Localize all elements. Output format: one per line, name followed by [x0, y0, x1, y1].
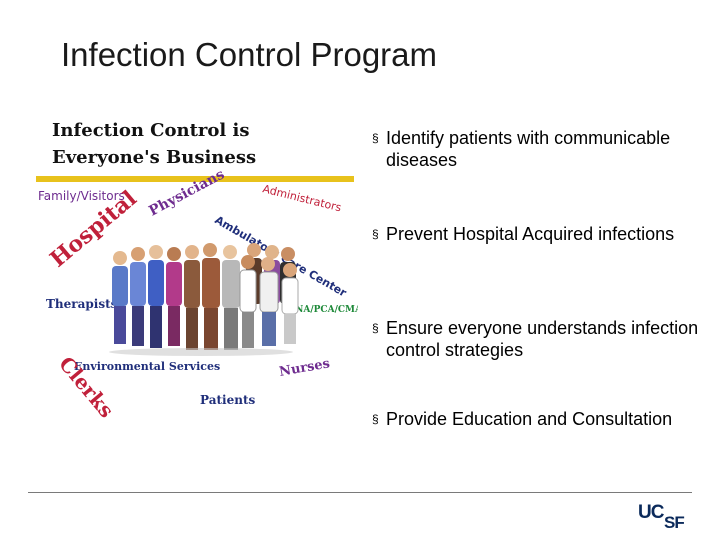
label-cna: CNA/PCA/CMA: [288, 305, 358, 315]
label-nurses: Nurses: [278, 356, 331, 380]
bullet-item: § Provide Education and Consultation: [372, 408, 702, 430]
everyones-business-illustration: Infection Control is Everyone's Business…: [36, 112, 358, 430]
bullet-text: Prevent Hospital Acquired infections: [386, 224, 675, 244]
graphic-heading-line1: Infection Control is: [52, 120, 249, 141]
graphic-heading-line2: Everyone's Business: [52, 147, 256, 168]
bullet-item: § Ensure everyone understands infection …: [372, 317, 702, 361]
staff-group-illustration: [109, 243, 299, 356]
bullet-marker: §: [372, 412, 379, 426]
label-physicians: Physicians: [146, 166, 227, 219]
ucsf-logo: UC SF: [638, 500, 694, 532]
bullet-text: Provide Education and Consultation: [386, 409, 673, 429]
label-patients: Patients: [200, 393, 255, 407]
bullet-marker: §: [372, 321, 379, 335]
bullet-marker: §: [372, 131, 379, 145]
footer-divider: [28, 492, 692, 493]
bullet-marker: §: [372, 227, 379, 241]
label-environmental-services: Environmental Services: [74, 360, 220, 373]
svg-text:SF: SF: [664, 513, 684, 530]
svg-text:UC: UC: [638, 502, 665, 523]
bullet-item: § Prevent Hospital Acquired infections: [372, 223, 702, 245]
label-therapists: Therapists: [46, 297, 118, 311]
heading-underline: [36, 176, 354, 182]
slide-title: Infection Control Program: [61, 36, 438, 73]
bullet-text: Ensure everyone understands infection co…: [386, 318, 699, 360]
label-family-visitors: Family/Visitors: [38, 189, 125, 203]
label-administrators: Administrators: [261, 182, 343, 214]
bullet-text: Identify patients with communicable dise…: [386, 128, 671, 170]
bullet-item: § Identify patients with communicable di…: [372, 127, 702, 171]
